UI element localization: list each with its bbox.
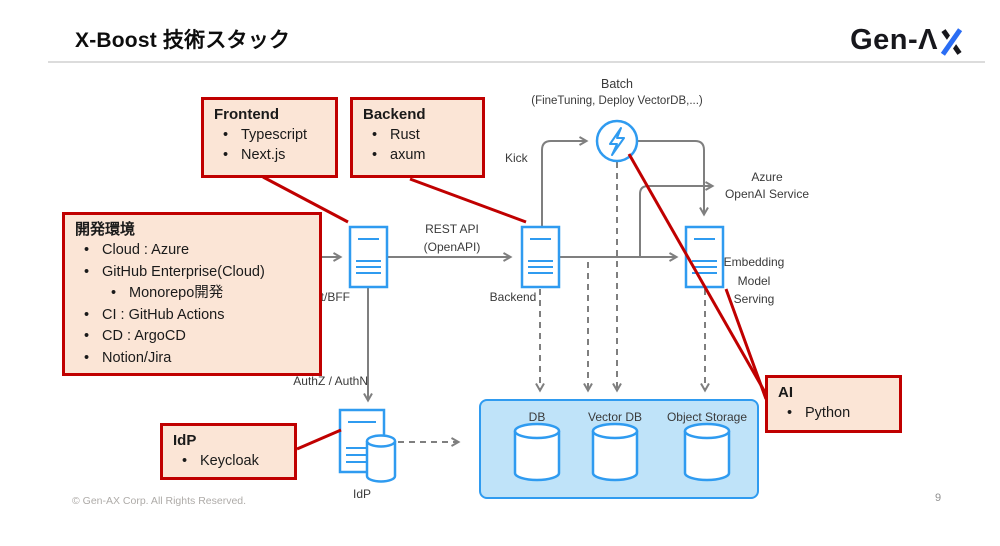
callout-dev-env-item: GitHub Enterprise(Cloud)	[75, 262, 309, 284]
callout-ai: AI Python	[765, 375, 902, 433]
callout-frontend-title: Frontend	[214, 106, 279, 123]
line-batch-to-ai	[627, 153, 768, 395]
node-backend-service	[520, 225, 561, 289]
page-number: 9	[934, 492, 942, 504]
line-backend-callout	[409, 177, 527, 224]
node-front-bff	[348, 225, 389, 289]
label-authz-authn: AuthZ / AuthN	[293, 374, 368, 388]
callout-idp-title: IdP	[173, 432, 197, 449]
node-batch	[595, 119, 639, 163]
callout-dev-env-title: 開発環境	[75, 221, 136, 238]
label-vector-db: Vector DB	[587, 410, 643, 424]
node-embedding	[684, 225, 725, 289]
storage-cylinders	[513, 422, 731, 482]
dashed-edges	[398, 162, 710, 447]
divider	[48, 61, 985, 63]
callout-backend-item: Rust	[363, 125, 472, 145]
edge-batch-to-embedding	[637, 140, 709, 217]
page-title: X-Boost 技術スタック	[75, 29, 291, 52]
label-object-storage: Object Storage	[666, 410, 748, 424]
brand-logo-text: Gen-Λ	[850, 24, 938, 56]
callout-backend-title: Backend	[363, 106, 426, 123]
lightning-icon	[609, 127, 625, 156]
callout-dev-env-item: CD : ArgoCD	[75, 326, 309, 348]
node-idp	[338, 408, 397, 483]
callout-ai-item: Python	[778, 403, 889, 423]
label-rest-api: REST API (OpenAPI)	[423, 222, 481, 254]
logo-x-glyph	[940, 27, 963, 56]
label-batch-title: Batch	[601, 77, 633, 91]
label-kick: Kick	[505, 151, 528, 165]
callout-idp-item: Keycloak	[173, 451, 284, 471]
label-azure-openai: Azure OpenAI Service	[724, 170, 810, 201]
callout-dev-env-item: Notion/Jira	[75, 348, 309, 370]
callout-dev-env-item: CI : GitHub Actions	[75, 305, 309, 327]
callout-dev-env-item: Cloud : Azure	[75, 240, 309, 262]
label-idp-node: IdP	[352, 487, 371, 501]
callout-dev-env: 開発環境 Cloud : Azure GitHub Enterprise(Clo…	[62, 212, 322, 376]
label-embedding: Embedding Model Serving	[723, 255, 785, 306]
label-backend-node: Backend	[489, 290, 537, 304]
red-connectors	[262, 153, 768, 451]
callout-frontend-item: Typescript	[214, 125, 325, 145]
callout-frontend-item: Next.js	[214, 145, 325, 165]
cylinder-db	[513, 422, 561, 482]
callout-backend: Backend Rust axum	[350, 97, 485, 178]
callout-idp: IdP Keycloak	[160, 423, 297, 480]
line-idp-callout	[296, 428, 342, 451]
cylinder-object-storage	[683, 422, 731, 482]
callout-backend-item: axum	[363, 145, 472, 165]
label-db: DB	[528, 410, 546, 424]
callout-dev-env-item-nested: Monorepo開発	[75, 283, 309, 305]
line-frontend-callout	[262, 175, 349, 224]
callout-frontend: Frontend Typescript Next.js	[201, 97, 338, 178]
database-icon	[365, 434, 397, 483]
label-batch-subtitle: (FineTuning, Deploy VectorDB,...)	[531, 95, 703, 107]
line-embedding-to-ai	[724, 288, 768, 400]
brand-logo: Gen-Λ	[850, 24, 963, 57]
callout-ai-title: AI	[778, 384, 793, 401]
footer-copyright: © Gen-AX Corp. All Rights Reserved.	[72, 495, 247, 507]
cylinder-vector-db	[591, 422, 639, 482]
edge-kick	[541, 136, 589, 227]
